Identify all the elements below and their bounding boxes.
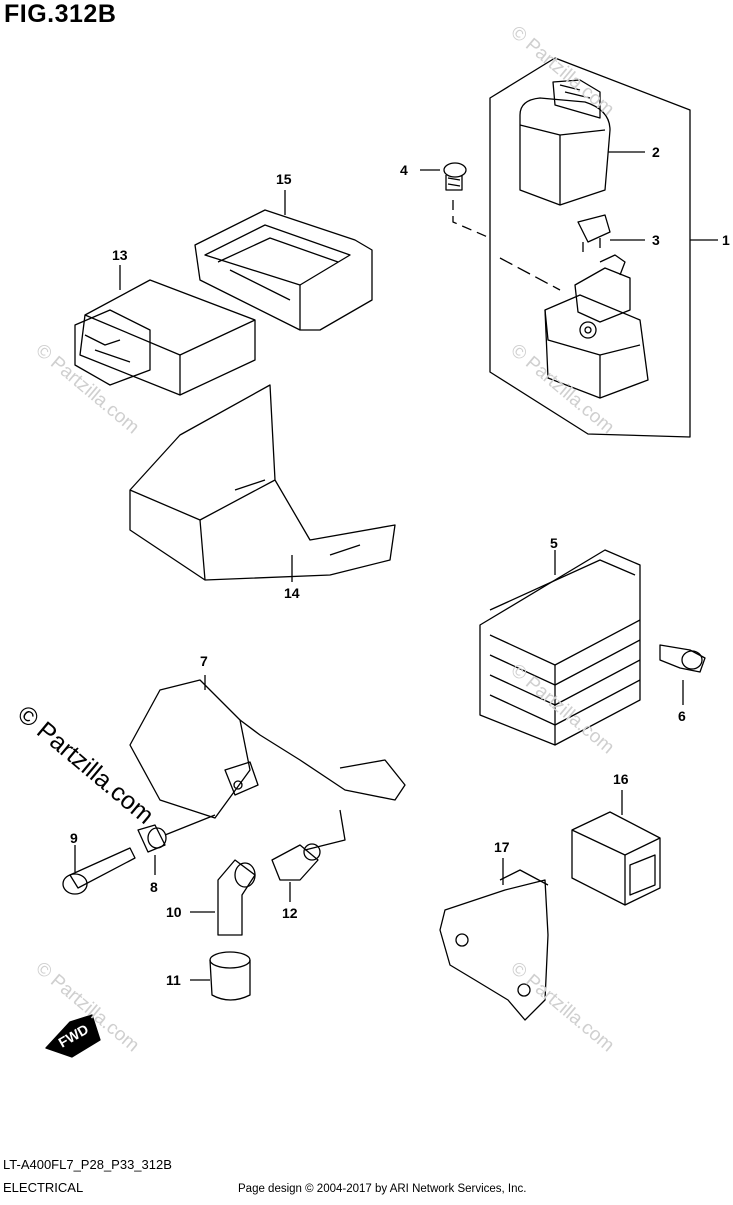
callout-17: 17 [494,839,510,855]
part-7-ignition-coil [129,679,406,819]
part-11-grommet [209,951,251,1001]
callout-13: 13 [112,247,128,263]
part-12-plug [271,843,321,881]
callout-16: 16 [613,771,629,787]
part-5-regulator [479,549,641,746]
part-13-ecu [74,279,256,396]
figure-code: LT-A400FL7_P28_P33_312B [3,1157,172,1172]
callout-6: 6 [678,708,686,724]
starter-relay [544,254,649,399]
callout-8: 8 [150,879,158,895]
callout-labels: 1 2 3 4 5 6 7 8 9 10 11 12 13 14 15 16 1… [70,144,730,988]
assembly-bracket-1 [489,57,691,438]
part-14-bracket [129,384,396,581]
callout-1: 1 [722,232,730,248]
part-10-plug-cap [217,859,256,936]
callout-5: 5 [550,535,558,551]
page-credit: Page design © 2004-2017 by ARI Network S… [238,1183,527,1195]
part-6-bolt [659,644,706,673]
part-17-bracket [439,869,549,1021]
callout-4: 4 [400,162,408,178]
callout-2: 2 [652,144,660,160]
callout-3: 3 [652,232,660,248]
callout-9: 9 [70,830,78,846]
part-2-cover [519,79,611,206]
part-9-bolt [62,847,136,895]
callout-10: 10 [166,904,182,920]
fwd-arrow [45,1014,101,1058]
part-8-collar [137,824,167,853]
callout-11: 11 [166,972,181,988]
part-4-bolt [443,162,467,191]
part-3-fuse [577,214,611,252]
section-name: ELECTRICAL [3,1180,84,1195]
figure-title: FIG.312B [4,0,117,28]
callout-7: 7 [200,653,208,669]
callout-14: 14 [284,585,300,601]
callout-12: 12 [282,905,298,921]
part-16-connector [571,811,661,906]
part-15-cover [194,209,373,331]
callout-15: 15 [276,171,292,187]
